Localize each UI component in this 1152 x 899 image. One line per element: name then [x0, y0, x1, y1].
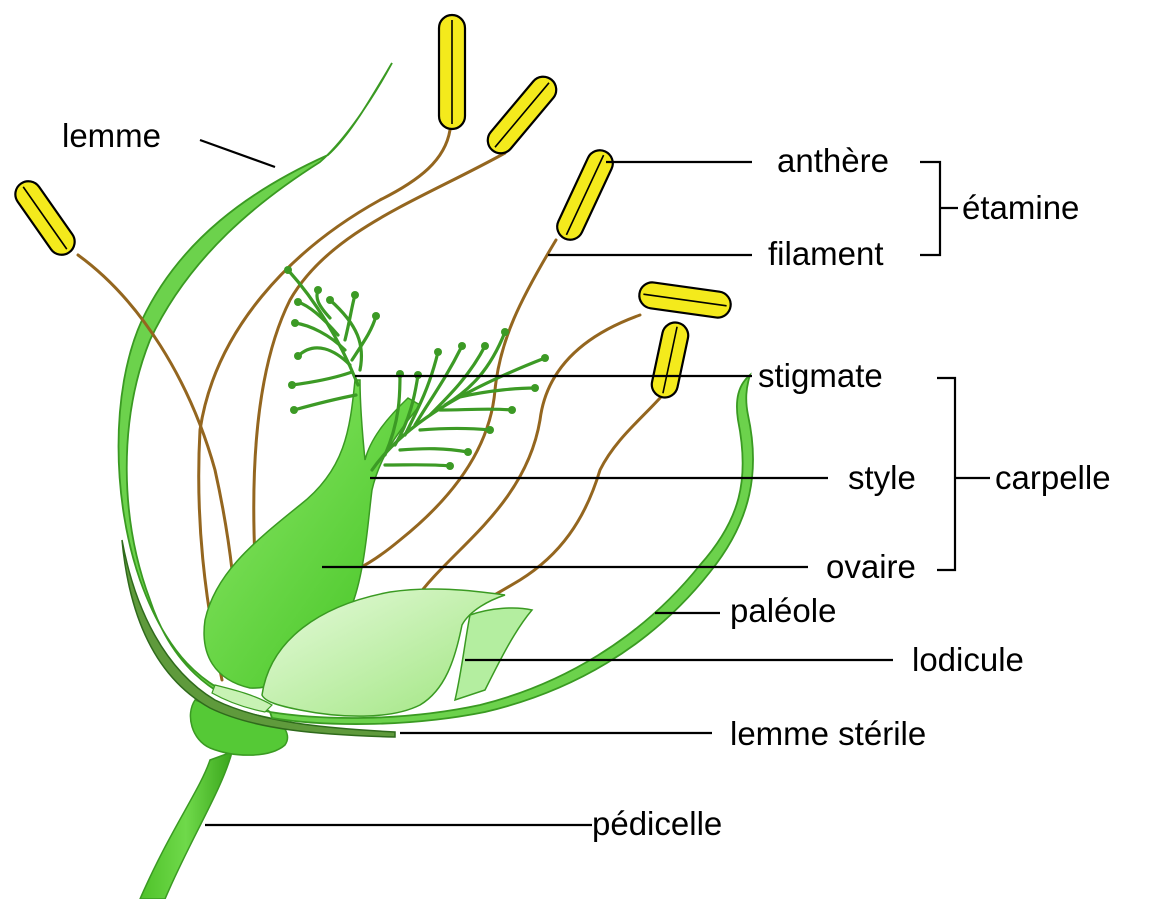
pedicel — [140, 700, 287, 899]
label-lemme-sterile: lemme stérile — [730, 715, 926, 752]
label-lodicule: lodicule — [912, 641, 1024, 678]
label-etamine: étamine — [962, 189, 1079, 226]
label-style: style — [848, 459, 916, 496]
label-paleole: paléole — [730, 592, 836, 629]
label-filament: filament — [768, 235, 884, 272]
label-lemme: lemme — [62, 117, 161, 154]
label-ovaire: ovaire — [826, 548, 916, 585]
label-anthere: anthère — [777, 142, 889, 179]
lodicule — [455, 608, 532, 700]
label-carpelle: carpelle — [995, 459, 1111, 496]
label-pedicelle: pédicelle — [592, 805, 722, 842]
stigma — [284, 266, 549, 470]
label-stigmate: stigmate — [758, 357, 883, 394]
anthers — [10, 15, 732, 400]
